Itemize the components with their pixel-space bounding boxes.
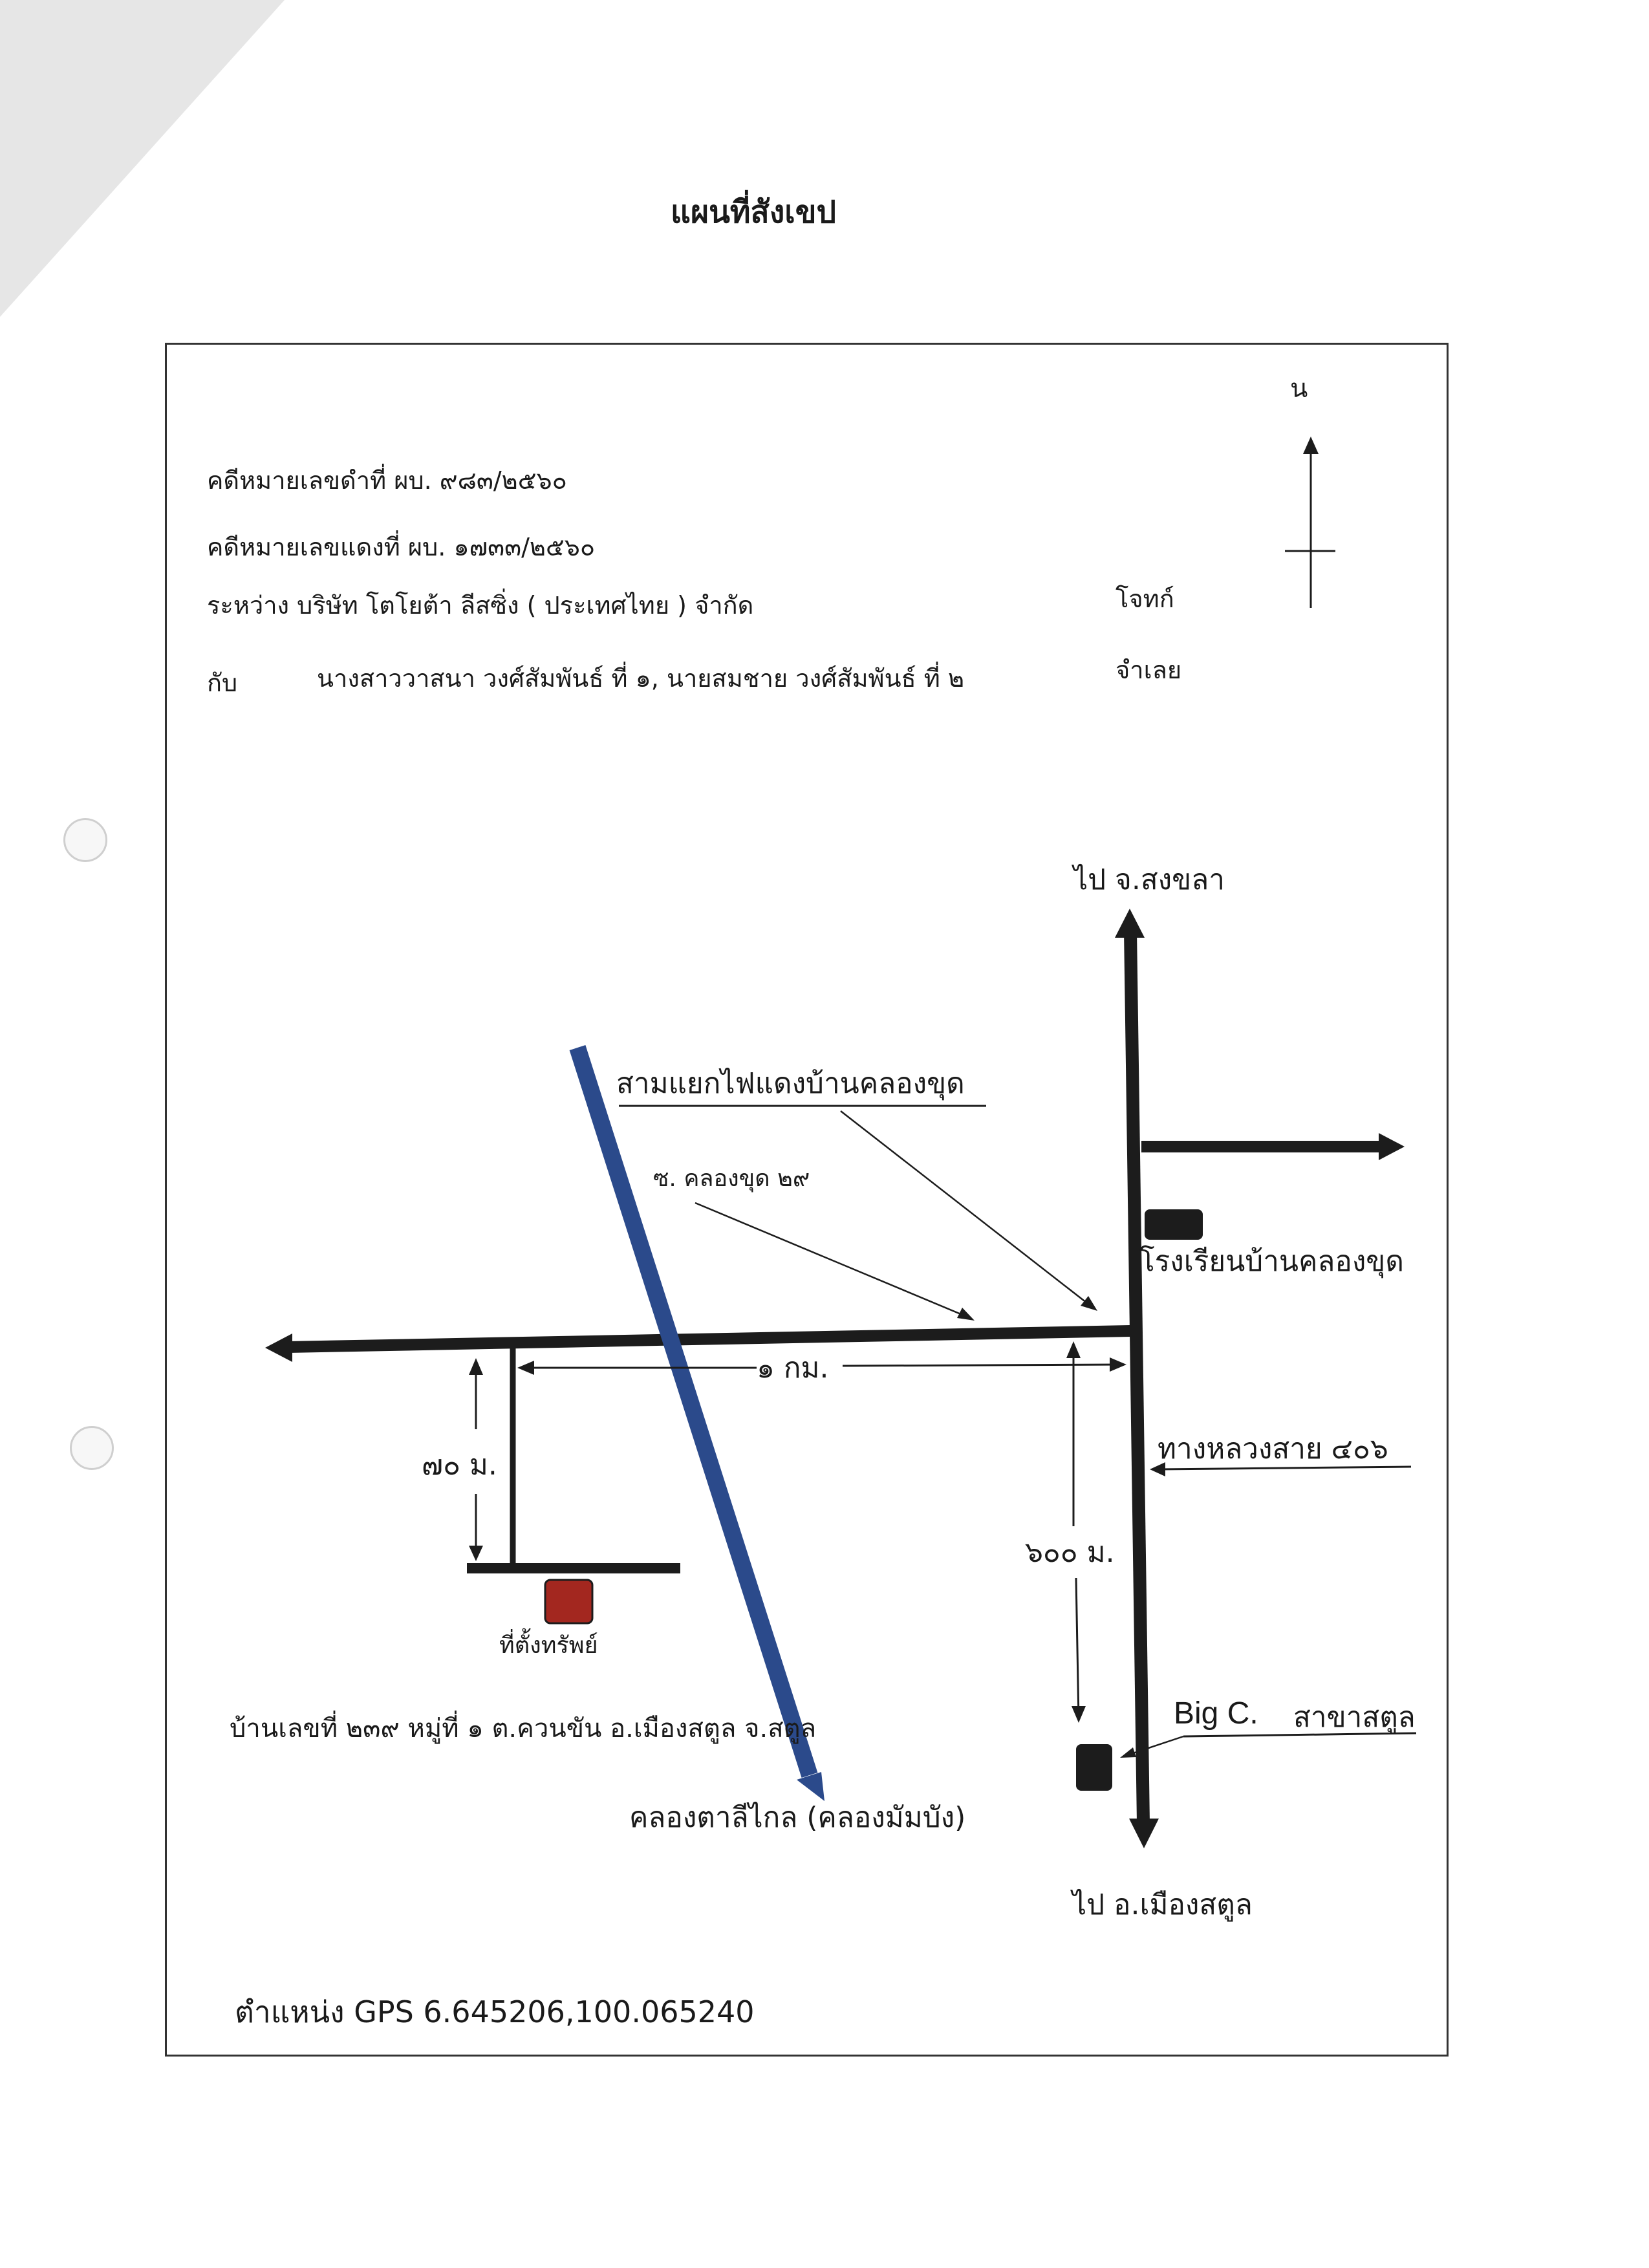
defendant-label: จำเลย: [1116, 656, 1182, 684]
case-parties-plaintiff: ระหว่าง บริษัท โตโยต้า ลีสซิ่ง ( ประเทศไ…: [207, 591, 754, 620]
canal-line: [569, 1045, 824, 1801]
to-songkhla-label: ไป จ.สงขลา: [1073, 863, 1225, 896]
punch-hole: [70, 1426, 114, 1470]
north-label: น: [1290, 374, 1308, 404]
black-case-number: คดีหมายเลขดำที่ ผบ. ๙๘๓/๒๕๖๐: [207, 466, 567, 495]
distance-70m-label: ๗๐ ม.: [422, 1449, 497, 1482]
gps-label: ตำแหน่ง GPS 6.645206,100.065240: [235, 1994, 755, 2029]
dimension-600m-line: [1066, 1341, 1086, 1723]
dimension-1km-line: [517, 1357, 1126, 1375]
property-marker-icon: [544, 1579, 594, 1625]
intersection-leader-line: [619, 1105, 1097, 1311]
east-branch-road: [1141, 1133, 1405, 1160]
property-label: ที่ตั้งทรัพย์: [499, 1632, 598, 1659]
with-label: กับ: [207, 669, 238, 697]
intersection-label: สามแยกไฟแดงบ้านคลองขุด: [616, 1067, 965, 1100]
north-arrow-icon: [1285, 437, 1335, 608]
page-title: แผนที่สังเขป: [671, 194, 836, 230]
big-c-name-label: Big C.: [1174, 1696, 1258, 1731]
punch-hole: [63, 818, 107, 862]
address-label: บ้านเลขที่ ๒๓๙ หมู่ที่ ๑ ต.ควนขัน อ.เมือ…: [230, 1714, 817, 1744]
big-c-branch-label: สาขาสตูล: [1293, 1701, 1416, 1734]
distance-600m-label: ๖๐๐ ม.: [1025, 1536, 1115, 1569]
big-c-marker-icon: [1076, 1744, 1112, 1791]
school-label: โรงเรียนบ้านคลองขุด: [1139, 1245, 1404, 1278]
plaintiff-label: โจทก์: [1116, 585, 1174, 613]
big-c-leader-line: [1120, 1732, 1417, 1758]
highway-leader-line: [1150, 1462, 1412, 1476]
to-mueang-satun-label: ไป อ.เมืองสตูล: [1072, 1888, 1253, 1921]
soi-leader-line: [695, 1202, 975, 1321]
soi-khlong-khut-road: [265, 1325, 1131, 1362]
school-marker-icon: [1145, 1209, 1203, 1240]
canal-label: คลองตาลีไกล (คลองมัมบัง): [629, 1801, 966, 1834]
soi-label: ซ. คลองขุด ๒๙: [653, 1165, 810, 1192]
distance-1km-label: ๑ กม.: [757, 1352, 829, 1385]
defendants: นางสาววาสนา วงศ์สัมพันธ์ ที่ ๑, นายสมชาย…: [317, 664, 964, 693]
dimension-70m-line: [469, 1358, 483, 1561]
red-case-number: คดีหมายเลขแดงที่ ผบ. ๑๗๓๓/๒๕๖๐: [207, 533, 596, 561]
highway-label: ทางหลวงสาย ๔๐๖: [1158, 1432, 1388, 1465]
map-frame: [165, 343, 1449, 2057]
folded-page-corner: [0, 0, 285, 317]
highway-406-road: [1115, 909, 1159, 1848]
